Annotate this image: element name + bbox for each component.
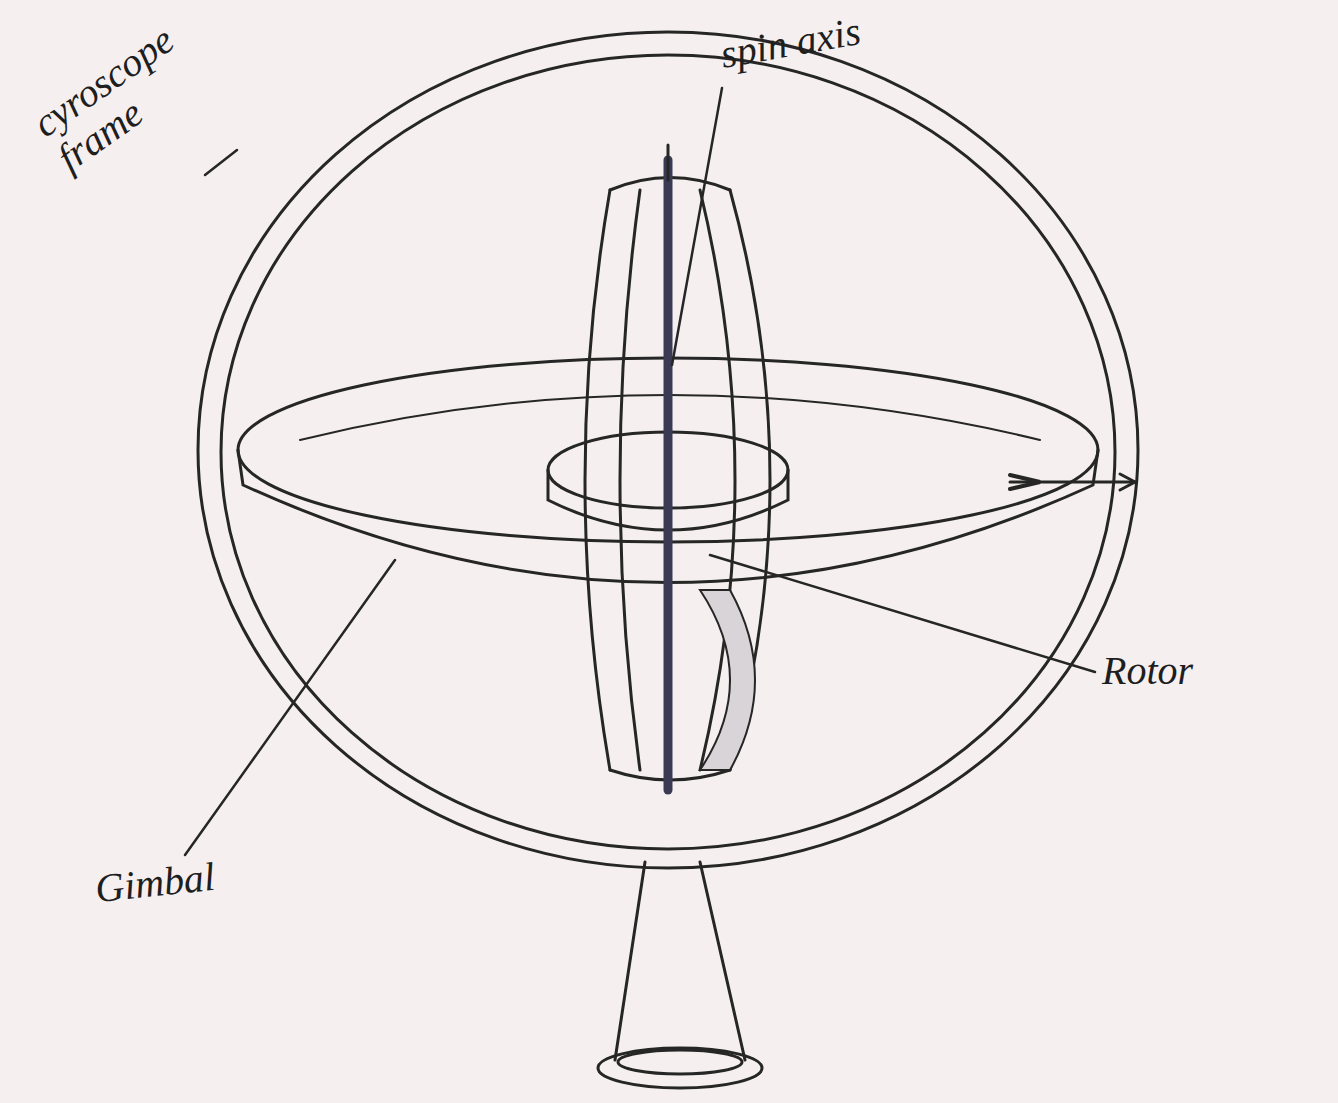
gyroscope-drawing [185, 32, 1138, 1088]
stand-base [598, 1048, 762, 1088]
part-label: Gimbal [93, 856, 217, 910]
stand-base-top [618, 1050, 742, 1074]
gimbal-shading [700, 590, 755, 770]
part-label: cyroscope frame [26, 0, 254, 179]
pivot-right-head [1120, 474, 1135, 490]
frame-inner-ring [221, 55, 1115, 849]
pivot-right-mount [1010, 475, 1040, 489]
vertical-gimbal-left-outer [585, 190, 610, 770]
spin-axis-shaft [664, 160, 673, 790]
leader-line [710, 555, 1095, 672]
part-label: Rotor [1102, 650, 1193, 692]
leader-line [672, 88, 722, 365]
part-label: spin axis [717, 10, 863, 76]
axis-tip-top [667, 145, 670, 180]
stand-cone [615, 862, 745, 1060]
vertical-gimbal-left-inner [620, 190, 640, 770]
leader-line [205, 150, 237, 175]
leader-line [185, 560, 395, 855]
frame-outer-ring [198, 32, 1138, 868]
